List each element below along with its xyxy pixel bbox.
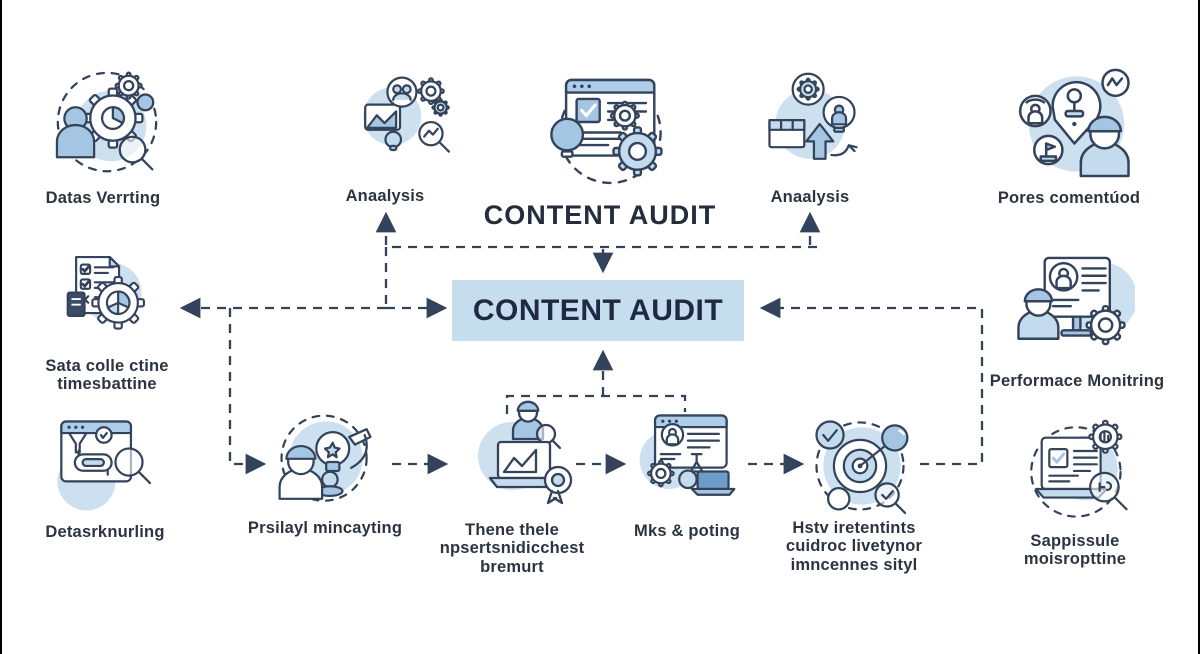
engineer-idea-lamp-icon	[268, 406, 384, 527]
node-label-datas-verrting: Datas Verrting	[45, 189, 161, 207]
node-label-hstv-iretentints: Hstv iretentints cuidroc livetynor imnce…	[785, 519, 923, 574]
profile-card-laptop-icon	[628, 400, 744, 521]
package-arrows-idea-icon	[754, 66, 870, 187]
target-checks-magnifier-icon	[802, 406, 918, 527]
node-label-thene-thele: Thene thele npsertsnidicchest bremurt	[439, 521, 585, 576]
content-audit-box: CONTENT AUDIT	[452, 280, 744, 341]
node-label-sappissule: Sappissule moisropttine	[1023, 532, 1127, 569]
node-label-pores-comentuod: Pores comentúod	[997, 189, 1141, 207]
node-label-prsilayl-mincayting: Prsilayl mincayting	[247, 519, 403, 537]
team-chart-gear-icon	[342, 66, 458, 187]
laptop-check-magnifier-icon	[1017, 413, 1131, 532]
person-gear-magnifier-icon	[48, 65, 166, 188]
laptop-chart-award-icon	[454, 400, 574, 525]
node-label-mks-poting: Mks & poting	[634, 522, 740, 540]
browser-funnel-magnifier-icon	[42, 406, 158, 527]
node-label-anaalysis-right: Anaalysis	[770, 188, 850, 206]
content-audit-box-label: CONTENT AUDIT	[472, 293, 724, 327]
node-label-sata-collectine: Sata colle ctine timesbattine	[45, 357, 169, 394]
node-label-performace-monitring: Performace Monitring	[989, 372, 1165, 390]
browser-check-gears-icon	[543, 59, 669, 190]
node-label-detasrknurling: Detasrknurling	[45, 523, 165, 541]
presentation-profile-target-icon	[1009, 239, 1138, 370]
diagram-title: CONTENT AUDIT	[483, 200, 717, 230]
checklist-gear-pie-icon	[50, 244, 162, 361]
node-label-anaalysis-left: Anaalysis	[345, 187, 425, 205]
idea-pin-engineer-icon	[1005, 59, 1135, 194]
